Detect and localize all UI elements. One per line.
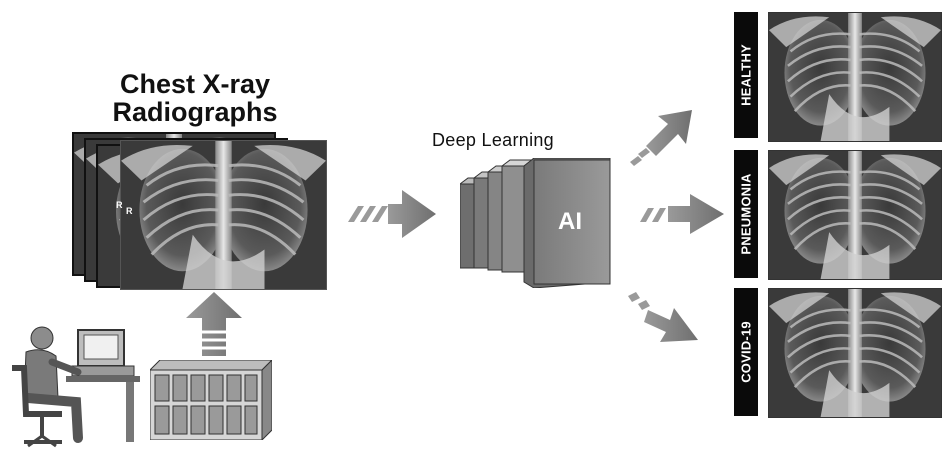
output-xray-covid [768,288,942,418]
person-at-computer-icon [12,326,140,448]
xray-marker: R [126,206,133,216]
upload-arrow-icon [186,292,242,356]
deep-learning-stack-icon [460,158,611,288]
input-title-line2: Radiographs [112,97,278,127]
input-title-line1: Chest X-ray [119,69,271,99]
model-label: Deep Learning [432,130,554,150]
output-label-covid: COVID-19 [734,288,758,416]
input-title: Chest X-ray Radiographs [70,70,320,126]
model-badge: AI [558,208,582,235]
arrow-to-covid-icon [628,292,698,342]
output-label-healthy: HEALTHY [734,12,758,138]
input-xray-front [120,140,327,290]
output-xray-pneumonia [768,150,942,280]
dashed-arrow-icon [348,190,436,238]
output-label-pneumonia: PNEUMONIA [734,150,758,278]
server-rack-icon [150,360,272,440]
arrow-to-healthy-icon [630,110,692,166]
input-xray-stack: R R [72,132,327,292]
arrow-to-pneumonia-icon [640,194,724,234]
output-xray-healthy [768,12,942,142]
xray-marker: R [116,200,123,210]
